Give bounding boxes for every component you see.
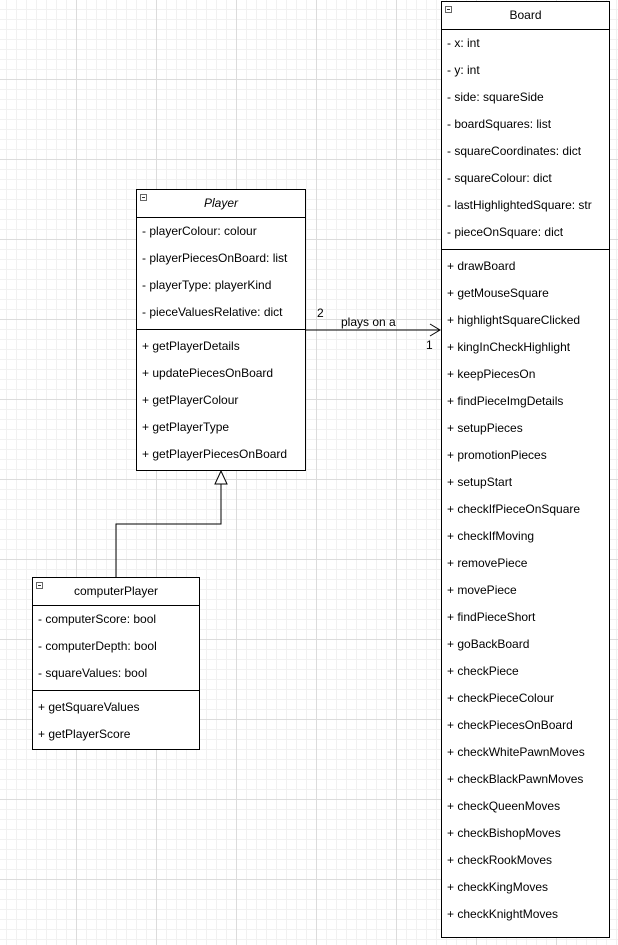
board-operation: + kingInCheckHighlight <box>447 340 571 354</box>
board-operation: + checkBlackPawnMoves <box>447 772 584 786</box>
board-operation: + checkIfPieceOnSquare <box>447 502 581 516</box>
generalization-arrowhead <box>214 469 228 485</box>
board-operation: + highlightSquareClicked <box>447 313 581 327</box>
computer-player-operations: + getSquareValues + getPlayerScore <box>33 690 199 748</box>
player-class-name: Player <box>203 196 238 210</box>
player-attribute: - pieceValuesRelative: dict <box>142 305 283 319</box>
board-operation: + checkRookMoves <box>447 853 553 867</box>
computer-player-class-name: computerPlayer <box>73 584 159 598</box>
player-operation: + getPlayerType <box>142 420 230 434</box>
board-operation: + drawBoard <box>447 259 516 273</box>
player-operation: + updatePiecesOnBoard <box>142 366 274 380</box>
board-operation: + findPieceShort <box>447 610 536 624</box>
board-class[interactable]: Board - x: int - y: int - side: squareSide… <box>441 1 610 938</box>
board-operation: + checkPieceColour <box>447 691 555 705</box>
board-operation: + checkWhitePawnMoves <box>447 745 585 759</box>
board-operations: + drawBoard + getMouseSquare + highlightSq… <box>442 249 609 928</box>
board-attribute: - lastHighlightedSquare: str <box>447 198 592 212</box>
player-attribute: - playerType: playerKind <box>142 278 272 292</box>
board-attribute: - pieceOnSquare: dict <box>447 225 564 239</box>
board-operation: + keepPiecesOn <box>447 367 536 381</box>
computer-player-attribute: - computerScore: bool <box>38 612 157 626</box>
board-operation: + checkKingMoves <box>447 880 549 894</box>
association-source-multiplicity: 2 <box>317 306 324 320</box>
board-attribute: - x: int <box>447 36 480 50</box>
association-target-multiplicity: 1 <box>426 338 433 352</box>
board-operation: + checkBishopMoves <box>447 826 561 840</box>
board-attribute: - boardSquares: list <box>447 117 552 131</box>
board-operation: + checkPiece <box>447 664 519 678</box>
computer-player-class-header[interactable]: computerPlayer <box>33 578 199 606</box>
player-operations: + getPlayerDetails + updatePiecesOnBoard… <box>137 329 305 468</box>
board-attribute: - squareColour: dict <box>447 171 552 185</box>
collapse-icon[interactable] <box>140 194 147 201</box>
board-operation: + checkIfMoving <box>447 529 535 543</box>
computer-player-attribute: - squareValues: bool <box>38 666 148 680</box>
player-operation: + getPlayerDetails <box>142 339 240 353</box>
association-label: plays on a <box>341 315 396 329</box>
computer-player-attributes: - computerScore: bool - computerDepth: b… <box>33 606 199 690</box>
board-operation: + setupPieces <box>447 421 523 435</box>
player-attribute: - playerPiecesOnBoard: list <box>142 251 288 265</box>
board-operation: + checkQueenMoves <box>447 799 561 813</box>
board-operation: + removePiece <box>447 556 528 570</box>
board-operation: + checkKnightMoves <box>447 907 559 921</box>
board-class-header[interactable]: Board <box>442 2 609 30</box>
player-attribute: - playerColour: colour <box>142 224 257 238</box>
player-class[interactable]: Player - playerColour: colour - playerPi… <box>136 189 306 471</box>
board-attribute: - squareCoordinates: dict <box>447 144 582 158</box>
board-operation: + promotionPieces <box>447 448 547 462</box>
board-operation: + setupStart <box>447 475 513 489</box>
generalization-line <box>115 484 222 577</box>
board-attribute: - side: squareSide <box>447 90 544 104</box>
board-operation: + getMouseSquare <box>447 286 549 300</box>
board-attributes: - x: int - y: int - side: squareSide - boar… <box>442 30 609 249</box>
computer-player-operation: + getPlayerScore <box>38 727 131 741</box>
player-class-header[interactable]: Player <box>137 190 305 218</box>
player-operation: + getPlayerPiecesOnBoard <box>142 447 288 461</box>
board-operation: + findPieceImgDetails <box>447 394 564 408</box>
computer-player-attribute: - computerDepth: bool <box>38 639 157 653</box>
collapse-icon[interactable] <box>445 6 452 13</box>
board-class-name: Board <box>509 8 542 22</box>
collapse-icon[interactable] <box>36 582 43 589</box>
player-attributes: - playerColour: colour - playerPiecesOnB… <box>137 218 305 329</box>
board-operation: + goBackBoard <box>447 637 530 651</box>
player-operation: + getPlayerColour <box>142 393 239 407</box>
computer-player-class[interactable]: computerPlayer - computerScore: bool - c… <box>32 577 200 750</box>
computer-player-operation: + getSquareValues <box>38 700 140 714</box>
board-attribute: - y: int <box>447 63 480 77</box>
board-operation: + checkPiecesOnBoard <box>447 718 573 732</box>
board-operation: + movePiece <box>447 583 517 597</box>
association-arrowhead <box>429 323 441 337</box>
